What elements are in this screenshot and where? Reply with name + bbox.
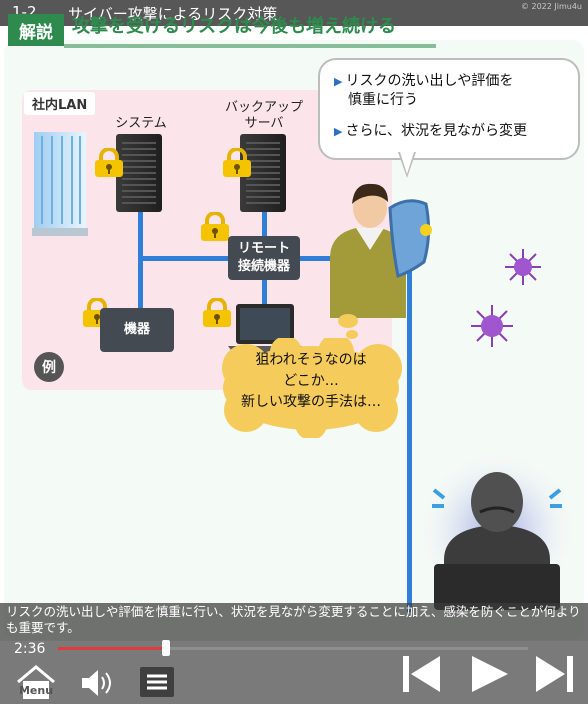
bubble-item-1-line1: リスクの洗い出しや評価を (345, 73, 514, 89)
lan-label: 社内LAN (24, 92, 96, 115)
remote-access-device: リモート 接続機器 (228, 236, 300, 280)
progress-track[interactable] (58, 647, 528, 650)
progress-handle[interactable] (162, 640, 171, 656)
thought-line2: どこか… (283, 373, 339, 389)
thought-line1: 狙われそうなのは (255, 352, 367, 368)
thought-line3: 新しい攻撃の手法は… (241, 394, 381, 410)
example-marker: 例 (34, 352, 64, 382)
play-button[interactable] (468, 654, 510, 694)
narration-caption: リスクの洗い出しや評価を慎重に行い、状況を見ながら変更することに加え、感染を防ぐ… (6, 604, 581, 636)
person-with-shield-illustration (326, 178, 466, 318)
bubble-item-2-line1: さらに、状況を見ながら変更 (345, 123, 528, 139)
slide-subtitle: 攻撃を受けるリスクは今後も増え続ける (72, 16, 396, 37)
menu-button[interactable]: Menu (14, 664, 58, 702)
lesson-title: サイバー攻撃によるリスク対策 (68, 5, 278, 23)
lock-icon (198, 211, 232, 242)
list-icon (147, 674, 167, 690)
section-badge: 解説 (8, 14, 64, 46)
remote-label-line1: リモート (237, 241, 290, 257)
play-icon (472, 656, 508, 692)
subtitles-toggle-button[interactable] (140, 667, 174, 697)
thought-text: 狙われそうなのは どこか… 新しい攻撃の手法は… (216, 350, 406, 413)
menu-label: Menu (18, 684, 54, 697)
network-line-to-internet (407, 256, 412, 612)
backup-server-label: バックアップ サーバ (214, 100, 314, 133)
skip-back-icon (403, 656, 440, 692)
virus-icon (470, 304, 514, 348)
progress-fill (58, 647, 167, 650)
lock-icon (220, 147, 254, 178)
network-line (138, 210, 143, 322)
remote-label-line2: 接続機器 (237, 259, 290, 274)
speech-bubble-tail-fill (400, 152, 414, 174)
triangle-bullet-icon: ▶ (334, 125, 343, 138)
skip-forward-icon (536, 656, 573, 692)
thought-bubble: 狙われそうなのは どこか… 新しい攻撃の手法は… (216, 338, 406, 438)
title-underline (64, 44, 436, 48)
current-time: 2:36 (14, 641, 46, 657)
thought-dot (338, 314, 358, 328)
thought-dot (346, 330, 358, 339)
system-server-icon (116, 134, 162, 212)
bubble-item-1-line2: 慎重に行う (348, 91, 418, 108)
virus-icon (504, 248, 542, 286)
caption-background (0, 603, 588, 641)
lesson-header-bar (0, 0, 588, 26)
volume-button[interactable] (80, 668, 114, 698)
copyright-text: © 2022 Jimu4u (520, 2, 582, 11)
backup-label-line2: サーバ (244, 116, 284, 132)
backup-label-line1: バックアップ (224, 100, 303, 115)
home-icon (17, 665, 55, 699)
bubble-item-2: ▶さらに、状況を見ながら変更 (334, 122, 527, 141)
bubble-item-1: ▶リスクの洗い出しや評価を 慎重に行う (334, 72, 513, 110)
device-box: 機器 (100, 308, 174, 352)
lock-icon (200, 297, 234, 328)
next-button[interactable] (534, 654, 576, 694)
speaker-icon (82, 670, 111, 696)
office-building-icon (32, 128, 88, 240)
system-label: システム (115, 116, 167, 131)
attacker-illustration (410, 440, 584, 614)
previous-button[interactable] (400, 654, 442, 694)
speech-bubble: ▶リスクの洗い出しや評価を 慎重に行う ▶さらに、状況を見ながら変更 (318, 58, 580, 160)
triangle-bullet-icon: ▶ (334, 75, 343, 88)
lock-icon (92, 147, 126, 178)
